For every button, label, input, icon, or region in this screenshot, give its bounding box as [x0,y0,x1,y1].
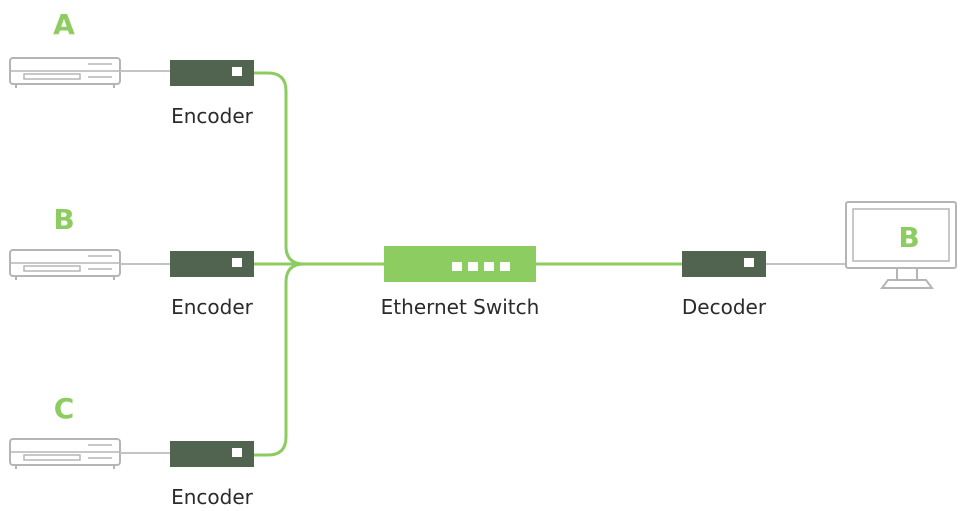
decoder-label: Decoder [682,295,767,319]
source-c-device-icon [9,438,121,469]
encoder-a-box [170,60,254,86]
encoder-c-box [170,441,254,467]
display-letter: B [898,221,919,254]
encoder-c-label: Encoder [171,485,254,509]
link-encoder-a [254,71,305,266]
ethernet-switch-box [384,246,536,282]
source-a-letter: A [53,8,75,41]
source-b-device-icon [9,249,121,280]
encoder-b-box [170,251,254,277]
source-c-letter: C [54,392,75,425]
decoder-box [682,251,766,277]
source-a-device-icon [9,57,121,88]
switch-label: Ethernet Switch [381,295,540,319]
link-encoder-c [254,262,305,457]
source-b-letter: B [53,203,74,236]
display-monitor-icon [845,201,957,289]
encoder-a-label: Encoder [171,104,254,128]
encoder-b-label: Encoder [171,295,254,319]
